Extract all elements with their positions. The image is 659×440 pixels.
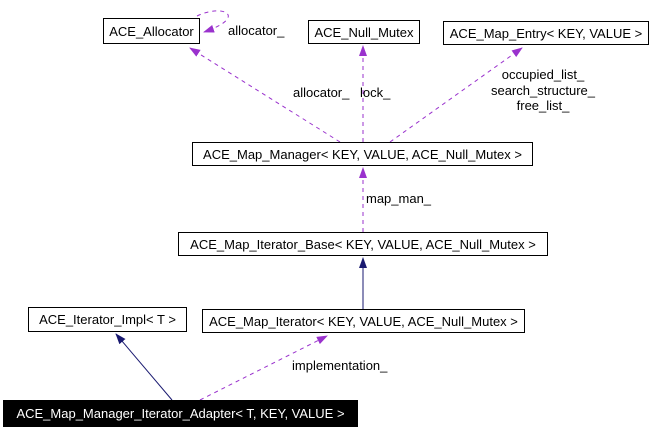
edge-label-free-list: free_list_ [516,98,570,113]
node-ace-map-manager[interactable]: ACE_Map_Manager< KEY, VALUE, ACE_Null_Mu… [192,142,533,166]
node-ace-iterator-impl[interactable]: ACE_Iterator_Impl< T > [28,307,187,332]
edge-label-search-structure: search_structure_ [490,82,596,98]
node-ace-allocator[interactable]: ACE_Allocator [103,18,200,44]
node-ace-map-iterator-base[interactable]: ACE_Map_Iterator_Base< KEY, VALUE, ACE_N… [178,232,548,256]
edge-label-map-man: map_man_ [366,191,432,206]
node-ace-map-iterator[interactable]: ACE_Map_Iterator< KEY, VALUE, ACE_Null_M… [202,309,525,333]
edge-label-lock: lock_ [360,85,391,100]
edge-manager-to-map-entry [389,47,523,143]
edge-allocator-self-loop [196,10,229,33]
node-ace-null-mutex[interactable]: ACE_Null_Mutex [308,20,420,44]
edge-label-allocator: allocator_ [293,85,350,100]
edge-adapter-to-impl-inheritance [115,333,173,401]
edge-manager-to-allocator [189,47,341,143]
node-ace-map-entry[interactable]: ACE_Map_Entry< KEY, VALUE > [443,21,649,45]
edge-label-implementation: implementation_ [292,358,388,373]
edge-label-allocator-self: allocator_ [228,23,285,38]
edge-label-map-entry-members: occupied_list_ search_structure_ free_li… [483,67,603,114]
edge-label-occupied-list: occupied_list_ [501,67,585,82]
node-ace-map-manager-iterator-adapter[interactable]: ACE_Map_Manager_Iterator_Adapter< T, KEY… [3,400,358,427]
